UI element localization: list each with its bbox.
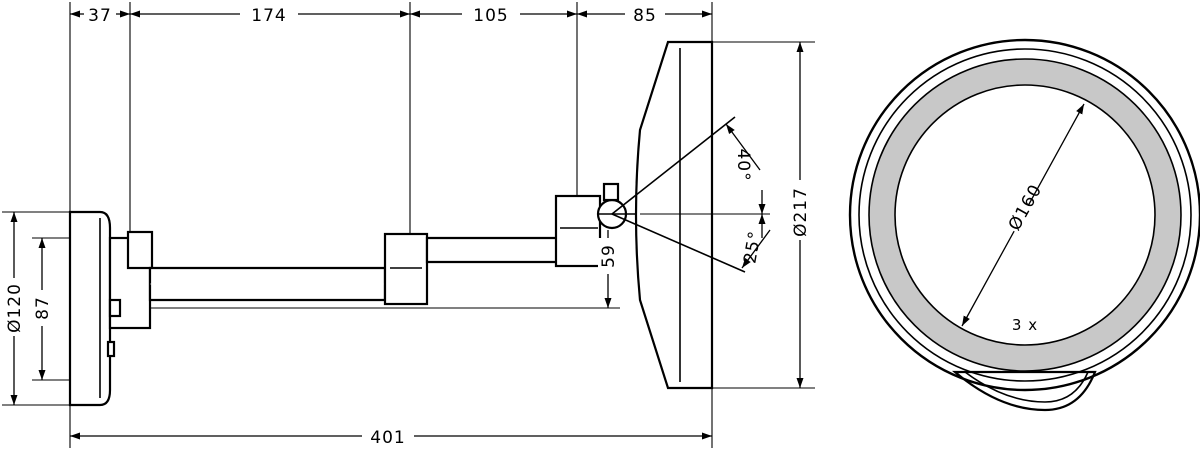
ball-joint-screw xyxy=(602,182,620,202)
light-ring xyxy=(869,59,1181,371)
angle40-arrow xyxy=(725,123,761,171)
dim-85-label: 85 xyxy=(633,6,657,26)
dim-59-label: 59 xyxy=(599,244,619,268)
angle25-arrow xyxy=(741,229,771,269)
left-dimensions: Ø120 87 xyxy=(2,211,70,406)
mirror-side xyxy=(634,40,714,390)
dim-59-group: 59 xyxy=(150,230,620,309)
arm-upper xyxy=(425,236,560,264)
mirror-inner-rim xyxy=(858,48,1192,382)
dim-37-label: 37 xyxy=(88,6,112,26)
dim-105-bg xyxy=(462,4,520,24)
dim-217-label: Ø217 xyxy=(791,187,811,237)
angle-dimensions: 40° 25° xyxy=(725,123,771,269)
angle25-ray xyxy=(611,213,746,273)
dim-120-label: Ø120 xyxy=(5,283,25,333)
dim-59-bg xyxy=(598,238,618,274)
side-view xyxy=(68,40,770,407)
front-view: Ø160 3 x xyxy=(848,38,1200,412)
dim-174-bg xyxy=(240,4,298,24)
dim-87-label: 87 xyxy=(33,296,53,320)
dim-37-bg xyxy=(84,4,116,24)
dim-401-bg xyxy=(362,426,414,446)
dim-174-label: 174 xyxy=(251,6,286,26)
dim-87-bg xyxy=(32,290,52,326)
wall-plate xyxy=(68,210,112,407)
top-dimensions: 37 174 105 85 xyxy=(69,2,713,234)
angle40-label: 40° xyxy=(733,148,753,181)
wall-block-screw xyxy=(108,298,122,318)
dim-160-bg xyxy=(991,192,1059,248)
angle40-ray xyxy=(611,116,736,215)
dim-120-bg xyxy=(4,278,24,336)
angle25-label: 25° xyxy=(740,229,765,265)
swivel-block xyxy=(554,194,602,268)
bottom-dimension: 401 xyxy=(69,388,713,448)
dim-217-bg xyxy=(790,180,810,240)
light-ring-outer-edge xyxy=(868,58,1182,372)
dim-105-label: 105 xyxy=(473,6,508,26)
magnification-label: 3 x xyxy=(1012,316,1038,334)
mirror-glass xyxy=(894,84,1156,346)
mirror-outer-rim xyxy=(848,38,1200,392)
wall-plate-switch xyxy=(106,340,116,358)
wall-block-joint xyxy=(126,230,154,270)
elbow-joint xyxy=(383,232,429,306)
dim-217-group: Ø217 xyxy=(712,41,815,389)
dim-401-label: 401 xyxy=(370,428,405,448)
dim-85-bg xyxy=(625,4,665,24)
